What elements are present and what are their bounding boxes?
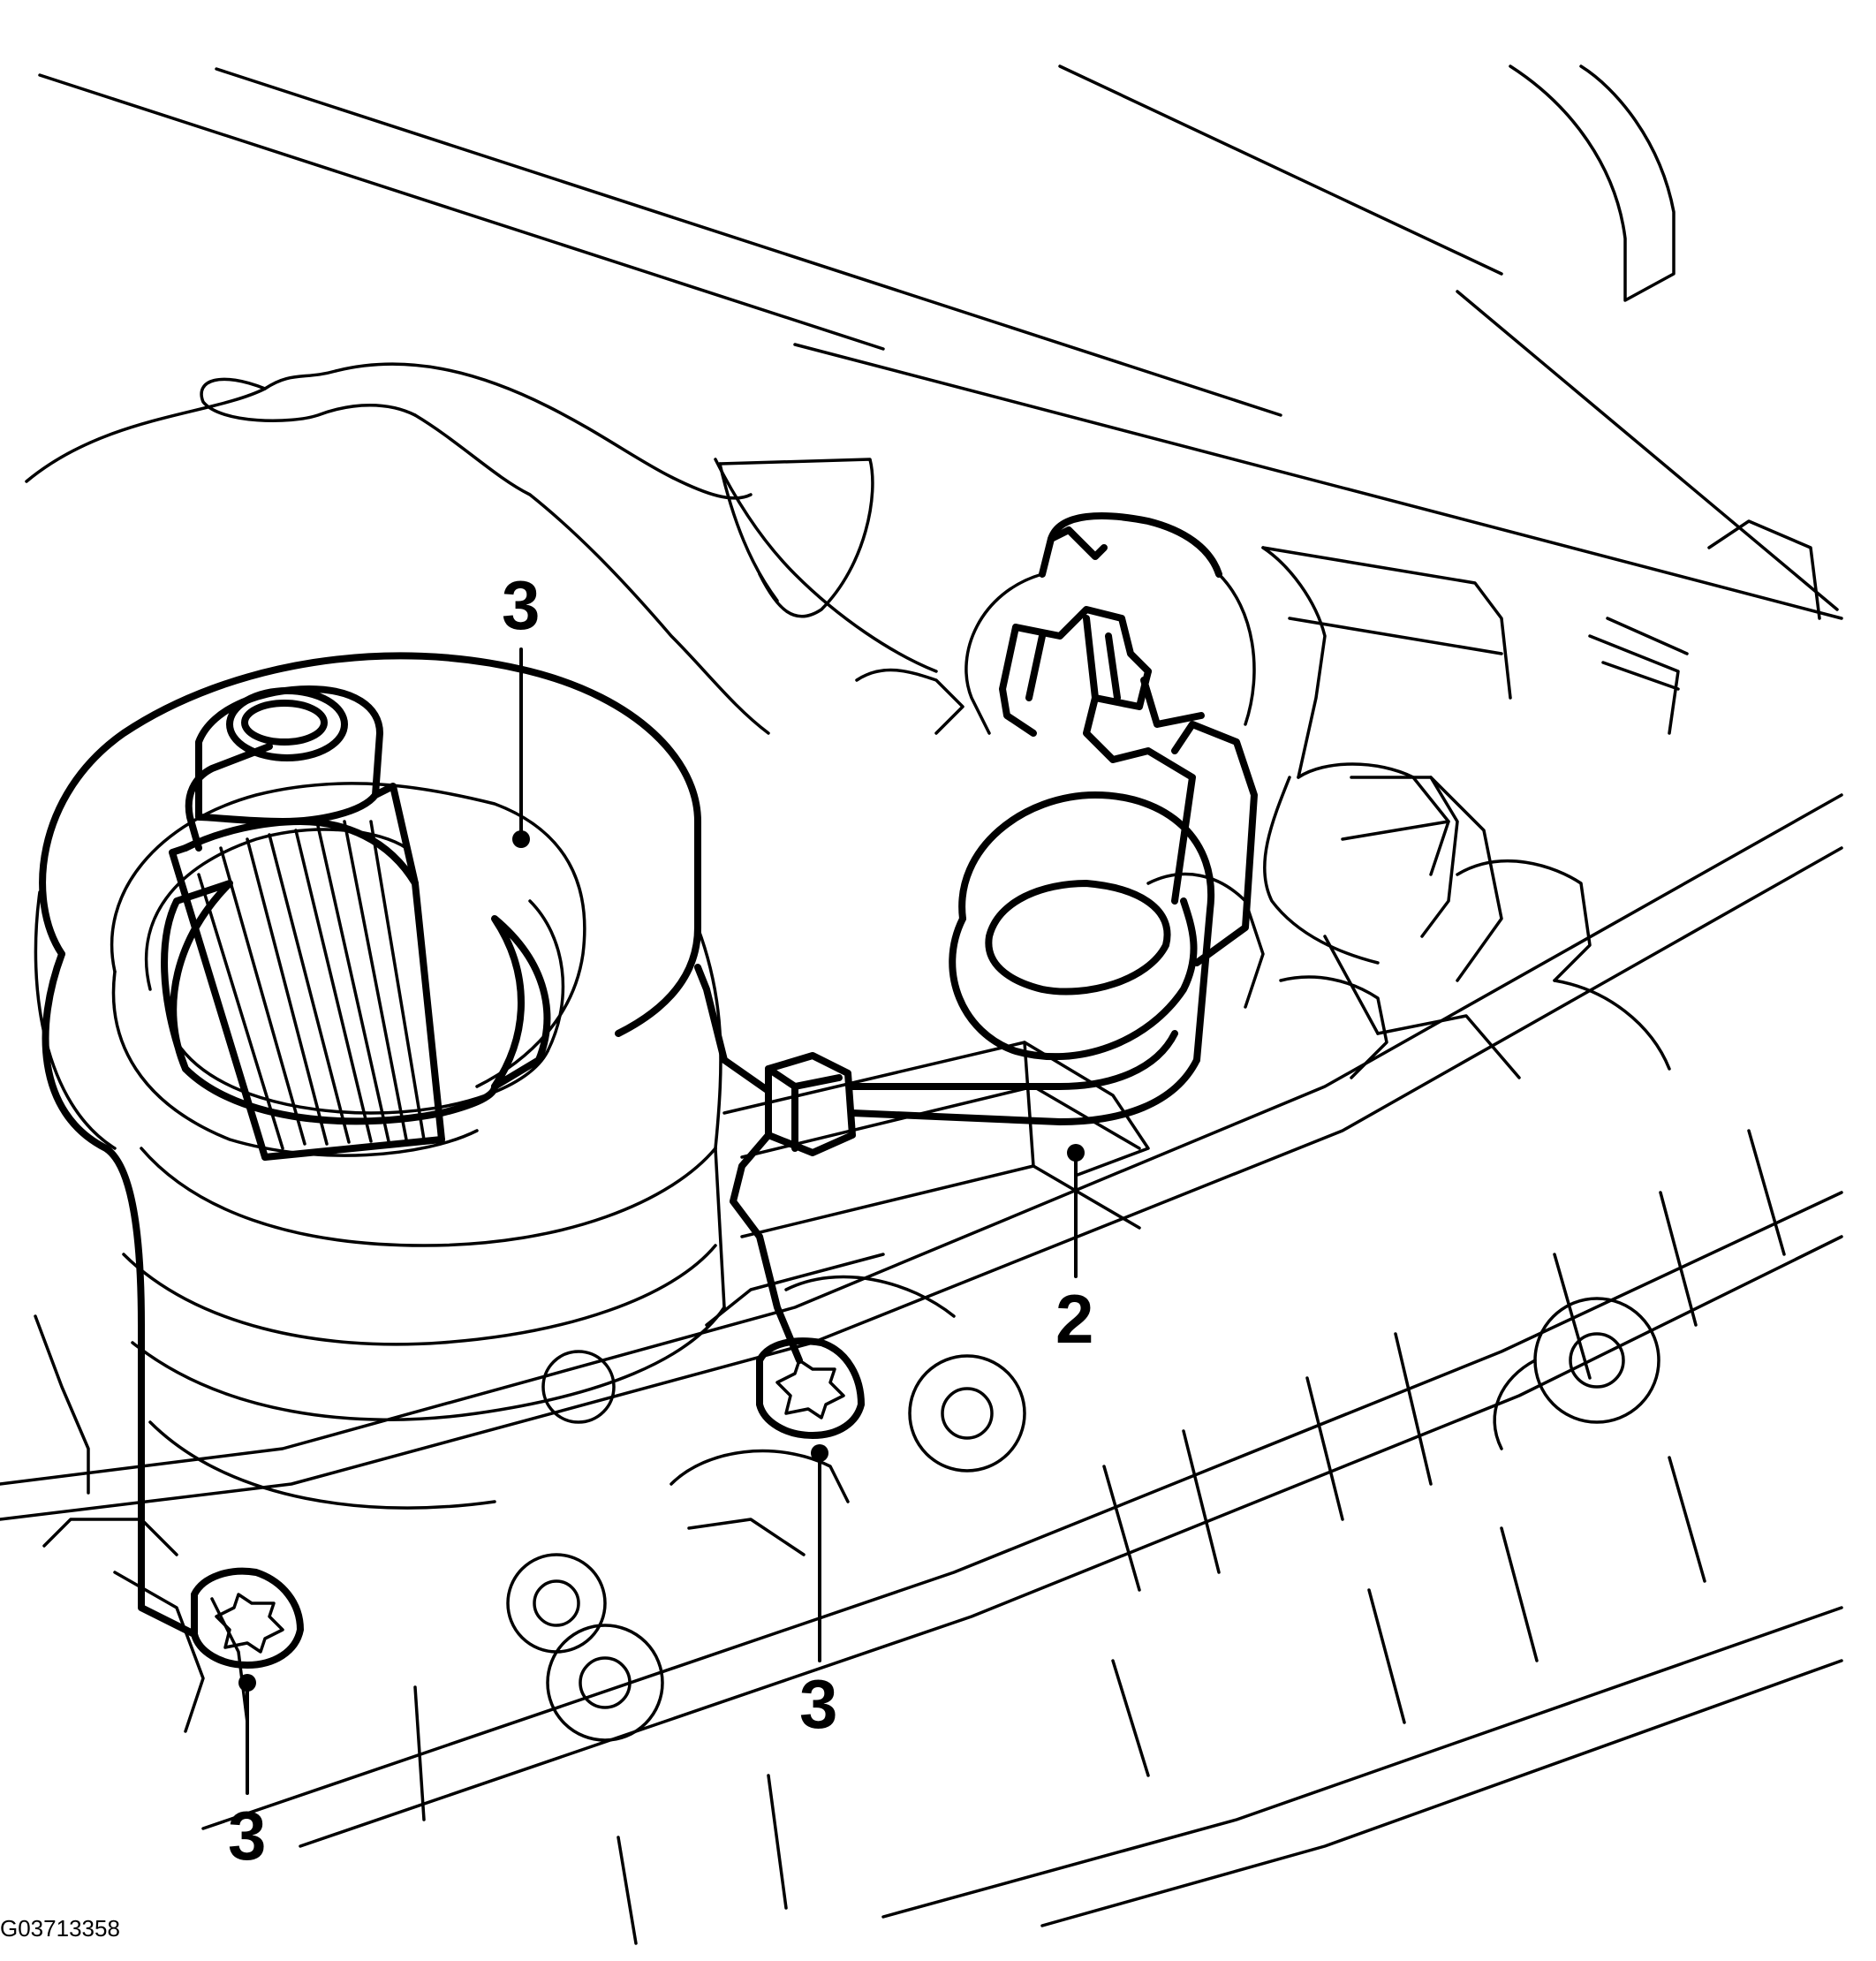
clutch-hub-assembly [34,652,726,1638]
callout-3-middle: 3 [799,1665,837,1743]
sensor-cable-connector [694,512,1258,1364]
leader-dot-3-top [512,830,530,848]
callout-2: 2 [1055,1280,1093,1358]
torx-bolt-left [191,1567,304,1669]
callout-3-bottom: 3 [228,1797,266,1874]
leader-dot-2 [1067,1144,1085,1162]
callout-3-top: 3 [502,566,540,644]
callout-leaders [238,647,1085,1795]
housing-outlines [0,64,1843,1945]
figure-code: G03713358 [0,1915,120,1942]
torx-bolts [191,1337,865,1669]
leader-dot-3-bottom [238,1674,256,1692]
torx-bolt-middle [756,1337,865,1439]
callout-labels: 3 2 3 3 [228,566,1093,1874]
leader-dot-3-middle [811,1444,828,1462]
